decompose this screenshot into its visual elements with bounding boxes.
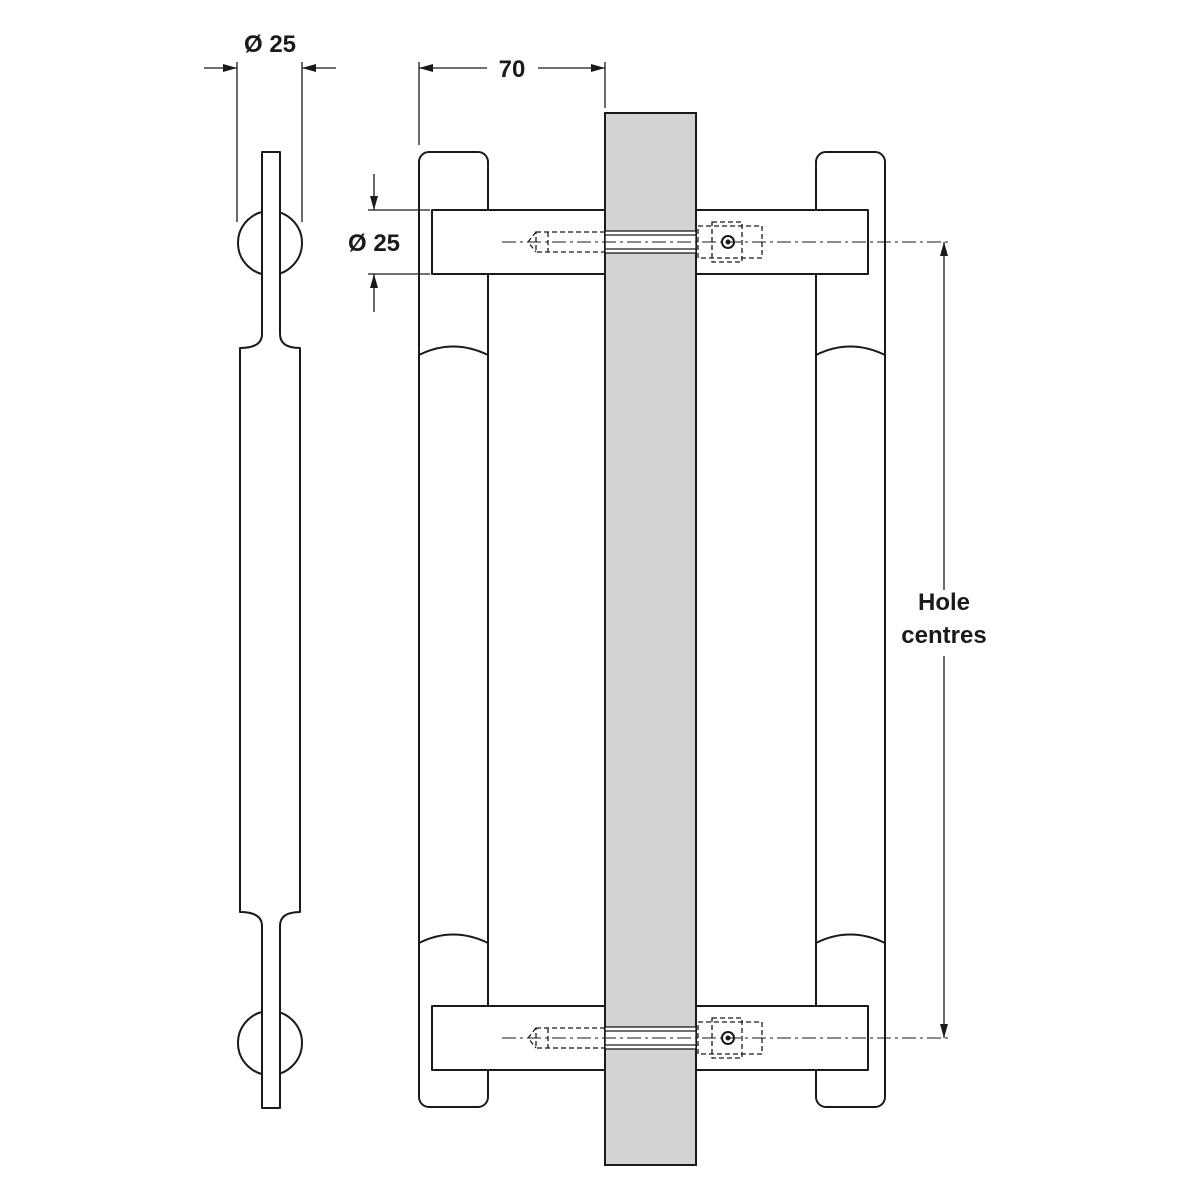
side-dim-arrow-left (223, 64, 237, 72)
hole-centres-arrow-bottom (940, 1024, 948, 1038)
side-dim-arrow-right (302, 64, 316, 72)
hole-centres-dimension: Hole centres (901, 242, 987, 1038)
bar-diameter-label: Ø 25 (348, 230, 400, 257)
left-grip-lower-ring (418, 933, 489, 944)
right-grip-bar (815, 151, 886, 1108)
bar-dim-arrow-top (370, 196, 378, 210)
door-panel (604, 112, 697, 1166)
hole-centres-arrow-top (940, 242, 948, 256)
projection-dimension: 70 (418, 56, 606, 145)
projection-arrow-left (419, 64, 433, 72)
side-view: Ø 25 (204, 31, 336, 1109)
bottom-left-connector-bar (431, 1005, 606, 1071)
projection-label: 70 (499, 56, 526, 83)
right-grip-lower-ring (815, 933, 886, 944)
hole-centres-label-line2: centres (901, 622, 986, 649)
bar-diameter-dimension: Ø 25 (348, 174, 430, 312)
front-view (418, 112, 950, 1166)
left-grip-bar (418, 151, 489, 1108)
side-diameter-label: Ø 25 (244, 31, 296, 58)
left-grip-upper-ring (418, 345, 489, 356)
projection-arrow-right (591, 64, 605, 72)
bar-dim-arrow-bottom (370, 274, 378, 288)
right-grip-upper-ring (815, 345, 886, 356)
side-handle-profile (239, 151, 301, 1109)
hole-centres-label-line1: Hole (918, 589, 970, 616)
